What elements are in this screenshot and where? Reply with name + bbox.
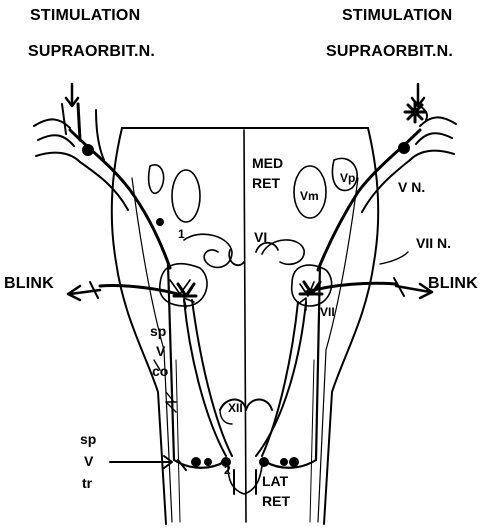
left-nuclei	[149, 165, 232, 306]
sp-v-co-label-v: V	[156, 344, 165, 358]
vii-nerve-label: VII N.	[416, 236, 451, 250]
vp-label: Vp	[340, 172, 355, 184]
xii-label: XII	[228, 402, 243, 414]
left-facial-nerve	[68, 282, 184, 300]
reflex-pathways	[154, 264, 322, 494]
sp-v-co-label-sp: sp	[150, 324, 166, 338]
left-blink-label: BLINK	[4, 276, 54, 292]
stimulation-arrows	[66, 84, 424, 106]
vii-nucleus-label: VII	[320, 306, 335, 318]
vi-label: VI	[254, 230, 267, 244]
left-supraorbital-nerve-label: SUPRAORBIT.N.	[28, 44, 155, 60]
lat-label: LAT	[262, 474, 288, 488]
neuron-1-label: 1	[178, 228, 185, 240]
ret-label: RET	[252, 176, 280, 190]
lat-ret-label: RET	[262, 494, 290, 508]
sp-v-co-label-co: co	[152, 364, 168, 378]
vi-nucleus-loops	[229, 243, 278, 265]
left-stimulation-label: STIMULATION	[30, 8, 140, 24]
sp-v-tr-label-v: V	[84, 454, 93, 468]
sp-v-tr-label-sp: sp	[80, 432, 96, 446]
right-supraorbital-nerve-label: SUPRAORBIT.N.	[326, 44, 453, 60]
neuron-2-label: 2	[224, 464, 231, 476]
vm-label: Vm	[300, 190, 319, 202]
right-blink-label: BLINK	[428, 276, 478, 292]
med-label: MED	[252, 156, 283, 170]
sp-v-tr-label-tr: tr	[82, 476, 92, 490]
right-stimulation-label: STIMULATION	[342, 8, 452, 24]
v-nerve-label: V N.	[398, 180, 425, 194]
